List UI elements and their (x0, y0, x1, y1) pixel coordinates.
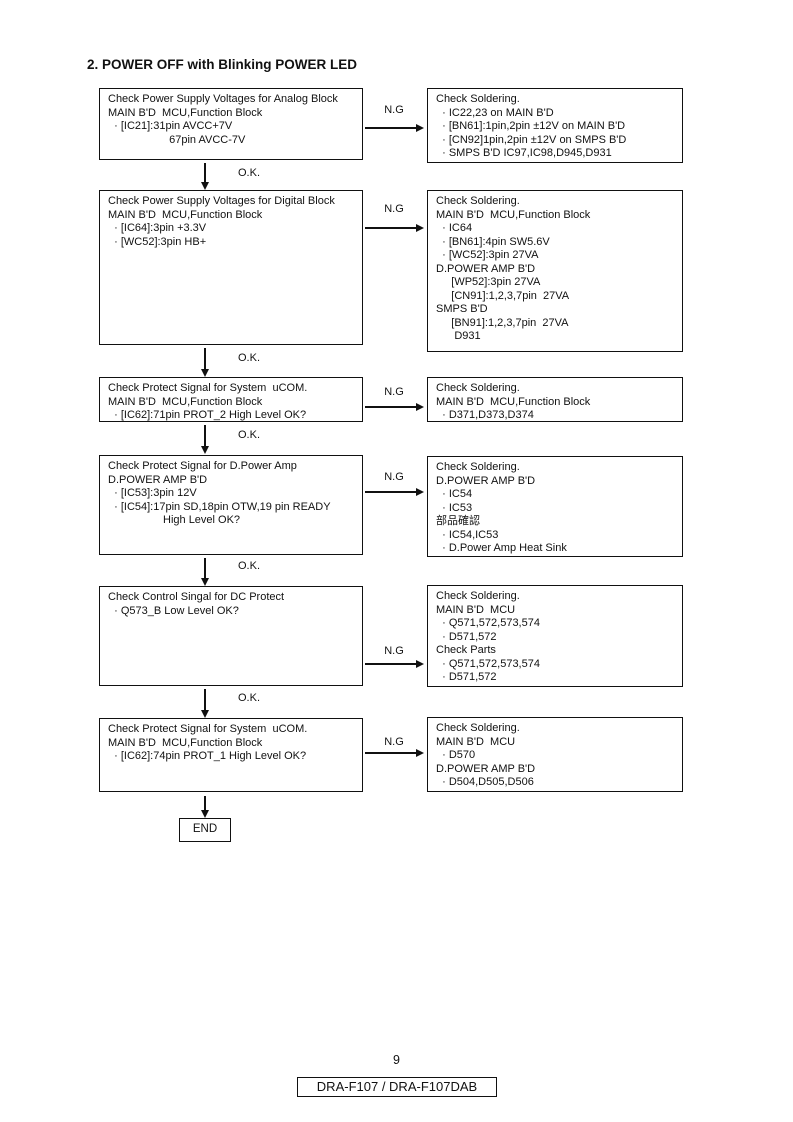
check-box-analog-supply: Check Power Supply Voltages for Analog B… (99, 88, 363, 160)
page-title: 2. POWER OFF with Blinking POWER LED (87, 57, 357, 72)
footer-model-box: DRA-F107 / DRA-F107DAB (297, 1077, 497, 1097)
check-box-dpower-amp: Check Protect Signal for D.Power Amp D.P… (99, 455, 363, 555)
ng-label: N.G (384, 645, 404, 657)
action-box-analog-supply: Check Soldering. · IC22,23 on MAIN B'D ·… (427, 88, 683, 163)
arrow-right-icon (365, 663, 417, 665)
arrow-right-icon (365, 227, 417, 229)
ng-label: N.G (384, 386, 404, 398)
action-box-text: Check Soldering. MAIN B'D MCU,Function B… (436, 382, 591, 421)
action-box-text: Check Soldering. · IC22,23 on MAIN B'D ·… (436, 93, 627, 159)
check-box-prot1-signal: Check Protect Signal for System uCOM. MA… (99, 718, 363, 792)
check-box-text: Check Protect Signal for System uCOM. MA… (108, 723, 308, 762)
check-box-text: Check Power Supply Voltages for Analog B… (108, 93, 338, 146)
ng-label: N.G (384, 471, 404, 483)
action-box-text: Check Soldering. MAIN B'D MCU · D570 D.P… (436, 722, 536, 788)
check-box-text: Check Protect Signal for System uCOM. MA… (108, 382, 308, 421)
arrow-down-icon (204, 796, 206, 811)
check-box-digital-supply: Check Power Supply Voltages for Digital … (99, 190, 363, 345)
arrow-right-icon (365, 491, 417, 493)
check-box-text: Check Power Supply Voltages for Digital … (108, 195, 335, 248)
arrow-right-icon (365, 406, 417, 408)
check-box-text: Check Protect Signal for D.Power Amp D.P… (108, 460, 331, 526)
action-box-dc-protect: Check Soldering. MAIN B'D MCU · Q571,572… (427, 585, 683, 687)
arrow-right-icon (365, 127, 417, 129)
check-box-dc-protect: Check Control Singal for DC Protect · Q5… (99, 586, 363, 686)
ng-label: N.G (384, 203, 404, 215)
action-box-dpower-amp: Check Soldering. D.POWER AMP B'D · IC54 … (427, 456, 683, 557)
page-number: 9 (393, 1053, 400, 1067)
arrow-down-icon (204, 348, 206, 370)
arrow-down-icon (204, 425, 206, 447)
action-box-text: Check Soldering. D.POWER AMP B'D · IC54 … (436, 461, 567, 554)
ok-label: O.K. (238, 429, 261, 441)
action-box-prot1-signal: Check Soldering. MAIN B'D MCU · D570 D.P… (427, 717, 683, 792)
arrow-down-icon (204, 689, 206, 711)
check-box-text: Check Control Singal for DC Protect · Q5… (108, 591, 285, 617)
ng-label: N.G (384, 736, 404, 748)
arrow-down-icon (204, 558, 206, 579)
check-box-prot2-signal: Check Protect Signal for System uCOM. MA… (99, 377, 363, 422)
ok-label: O.K. (238, 560, 261, 572)
ok-label: O.K. (238, 692, 261, 704)
ok-label: O.K. (238, 352, 261, 364)
action-box-digital-supply: Check Soldering. MAIN B'D MCU,Function B… (427, 190, 683, 352)
end-box: END (179, 818, 231, 842)
arrow-right-icon (365, 752, 417, 754)
action-box-text: Check Soldering. MAIN B'D MCU · Q571,572… (436, 590, 540, 683)
action-box-text: Check Soldering. MAIN B'D MCU,Function B… (436, 195, 591, 342)
ok-label: O.K. (238, 167, 261, 179)
arrow-down-icon (204, 163, 206, 183)
action-box-prot2-signal: Check Soldering. MAIN B'D MCU,Function B… (427, 377, 683, 422)
ng-label: N.G (384, 104, 404, 116)
